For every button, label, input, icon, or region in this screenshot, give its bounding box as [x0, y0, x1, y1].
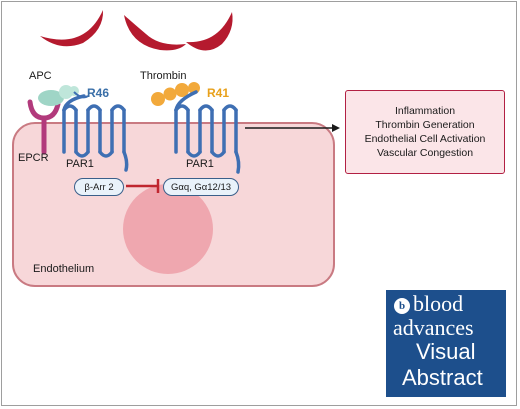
outcome-item: Thrombin Generation	[375, 119, 475, 131]
endothelium-label: Endothelium	[33, 263, 95, 275]
r41-label: R41	[207, 86, 230, 100]
outcome-item: Inflammation	[394, 105, 456, 117]
beta-arrestin-2-pill: β-Arr 2	[74, 178, 124, 196]
epcr-label: EPCR	[18, 152, 49, 164]
apc-protein	[38, 90, 64, 106]
logo-word-3: Visual	[416, 339, 476, 364]
blood-advances-logo: b blood advances Visual Abstract	[386, 290, 506, 397]
logo-word-4: Abstract	[402, 365, 483, 390]
thrombin-label: Thrombin	[140, 70, 187, 82]
sickle-cell-3	[186, 12, 233, 51]
g-alpha-pill: Gαq, Gα12/13	[163, 178, 239, 196]
g-alpha-label: Gαq, Gα12/13	[170, 181, 232, 193]
logo-mark-icon: b	[394, 298, 410, 314]
r46-label: R46	[87, 86, 110, 100]
outcome-item: Vascular Congestion	[376, 147, 474, 159]
outcomes-box: Inflammation Thrombin Generation Endothe…	[345, 90, 505, 174]
thrombin-protein	[151, 92, 165, 106]
logo-word-2: advances	[393, 315, 474, 340]
outcome-item: Endothelial Cell Activation	[364, 133, 486, 145]
par1-receptor-right	[174, 90, 241, 174]
par1-left-label: PAR1	[66, 158, 94, 170]
sickle-cell-2	[124, 15, 186, 51]
apc-label: APC	[29, 70, 52, 82]
par1-receptor-left	[62, 94, 129, 172]
nucleus	[123, 184, 213, 274]
par1-right-label: PAR1	[186, 158, 214, 170]
logo-word-1: blood	[413, 291, 464, 316]
beta-arrestin-2-label: β-Arr 2	[84, 181, 114, 193]
sickle-cell-1	[40, 10, 104, 47]
